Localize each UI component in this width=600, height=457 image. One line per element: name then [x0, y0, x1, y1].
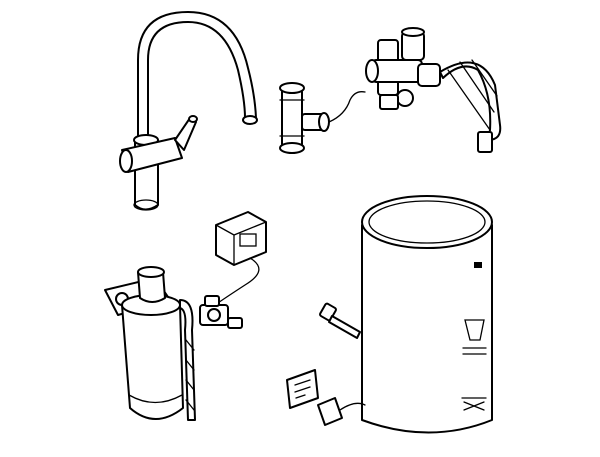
- filter: [104, 266, 196, 421]
- control-box: [214, 211, 267, 306]
- faucet: [119, 11, 258, 211]
- small-valve: [199, 295, 243, 329]
- boiler-tank: [361, 195, 493, 434]
- tank-logo-icon: [474, 262, 482, 268]
- power-plug: [317, 397, 366, 426]
- tee-fitting: [279, 82, 366, 154]
- valve-assembly: [365, 27, 502, 153]
- cup-icon: [464, 319, 485, 341]
- inlet-hose: [319, 302, 361, 339]
- wall-socket: [286, 369, 319, 409]
